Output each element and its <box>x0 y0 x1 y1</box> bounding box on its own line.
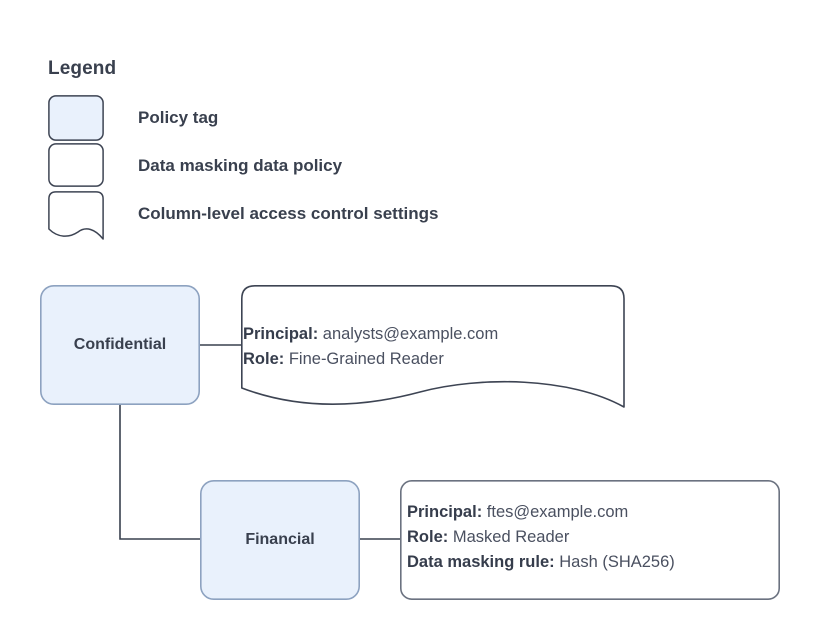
note-line: Principal: ftes@example.com <box>407 500 675 525</box>
note-line: Principal: analysts@example.com <box>243 322 498 347</box>
legend-item-column-level-access-control: Column-level access control settings <box>48 191 439 240</box>
legend-title: Legend <box>48 58 117 79</box>
note-line-key: Data masking rule: <box>407 553 555 571</box>
note-line-value: ftes@example.com <box>486 503 629 521</box>
note-line: Data masking rule: Hash (SHA256) <box>407 550 675 575</box>
note-line-value: Fine-Grained Reader <box>288 350 444 368</box>
legend: Legend Policy tag Data masking data poli… <box>48 58 648 240</box>
connector-confidential-to-financial <box>119 405 200 540</box>
legend-item-policy-tag: Policy tag <box>48 95 219 141</box>
note-line-key: Role: <box>243 350 285 368</box>
note-line-key: Principal: <box>407 503 483 521</box>
note-line-value: Hash (SHA256) <box>559 553 675 571</box>
note-data-masking-policy-text: Principal: ftes@example.com Role: Masked… <box>407 500 675 575</box>
node-financial[interactable] <box>200 479 360 600</box>
legend-item-label: Data masking data policy <box>138 156 343 175</box>
legend-item-data-masking-policy: Data masking data policy <box>48 143 343 189</box>
legend-item-label: Column-level access control settings <box>138 204 439 223</box>
policy-tag-swatch-icon <box>48 95 104 141</box>
node-confidential[interactable] <box>39 284 200 405</box>
note-access-control-settings[interactable] <box>241 285 625 408</box>
note-data-masking-policy[interactable] <box>399 479 780 600</box>
note-line: Role: Fine-Grained Reader <box>243 347 498 372</box>
note-line-key: Principal: <box>243 325 319 343</box>
note-line-value: analysts@example.com <box>322 325 499 343</box>
note-line-value: Masked Reader <box>452 528 570 546</box>
data-masking-policy-swatch-icon <box>48 143 104 189</box>
note-line-key: Role: <box>407 528 449 546</box>
column-level-access-control-swatch-icon <box>48 191 104 240</box>
legend-item-label: Policy tag <box>138 108 219 127</box>
note-line: Role: Masked Reader <box>407 525 675 550</box>
note-access-control-settings-text: Principal: analysts@example.com Role: Fi… <box>243 322 498 372</box>
